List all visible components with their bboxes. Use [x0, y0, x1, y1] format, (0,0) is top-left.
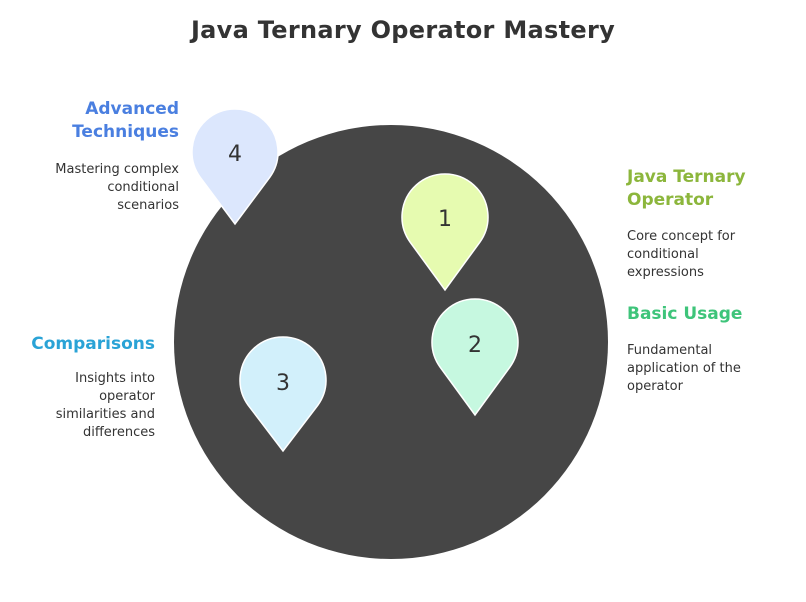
- item-1-title: Java Ternary Operator: [627, 166, 746, 212]
- item-2-desc-line: Fundamental: [627, 343, 713, 358]
- diagram-title: Java Ternary Operator Mastery: [190, 16, 616, 44]
- item-2-title-line: Basic Usage: [627, 304, 743, 324]
- item-4-description: Mastering complex conditional scenarios: [55, 161, 179, 215]
- item-2-desc-line: operator: [627, 379, 683, 394]
- item-1-title-line: Operator: [627, 190, 714, 210]
- item-4-desc-line: conditional: [107, 180, 179, 195]
- item-3-title-line: Comparisons: [31, 334, 155, 354]
- pin-3-marker: [239, 336, 327, 453]
- item-3-desc-line: Insights into: [75, 371, 155, 386]
- item-1-title-line: Java Ternary: [627, 167, 746, 187]
- item-2-description: Fundamental application of the operator: [627, 342, 741, 396]
- item-3-desc-line: similarities and: [55, 407, 155, 422]
- item-4-title: Advanced Techniques: [72, 98, 179, 144]
- item-4-desc-line: Mastering complex: [55, 162, 179, 177]
- pin-4-marker: [191, 108, 279, 226]
- pin-1-marker: [401, 173, 489, 292]
- pin-1: 1: [401, 173, 489, 292]
- pin-3-number: 3: [276, 371, 290, 396]
- item-3-desc-line: operator: [99, 389, 155, 404]
- item-3-title: Comparisons: [31, 333, 155, 356]
- item-2-desc-line: application of the: [627, 361, 741, 376]
- item-3-description: Insights into operator similarities and …: [56, 370, 155, 442]
- item-4-title-line: Advanced: [85, 99, 179, 119]
- pin-2-number: 2: [468, 333, 482, 358]
- pin-3: 3: [239, 336, 327, 453]
- pin-2-marker: [431, 298, 519, 417]
- item-1-desc-line: Core concept for: [627, 229, 736, 244]
- item-1-description: Core concept for conditional expressions: [627, 228, 735, 282]
- item-1-desc-line: conditional: [627, 247, 699, 262]
- item-4-desc-line: scenarios: [117, 198, 179, 213]
- item-4-title-line: Techniques: [72, 122, 179, 142]
- pin-4: 4: [191, 108, 279, 226]
- item-3-desc-line: differences: [82, 425, 155, 440]
- item-2-title: Basic Usage: [627, 303, 742, 326]
- item-1-desc-line: expressions: [627, 265, 704, 280]
- pin-2: 2: [431, 298, 519, 417]
- pin-4-number: 4: [228, 142, 242, 167]
- pin-1-number: 1: [438, 207, 452, 232]
